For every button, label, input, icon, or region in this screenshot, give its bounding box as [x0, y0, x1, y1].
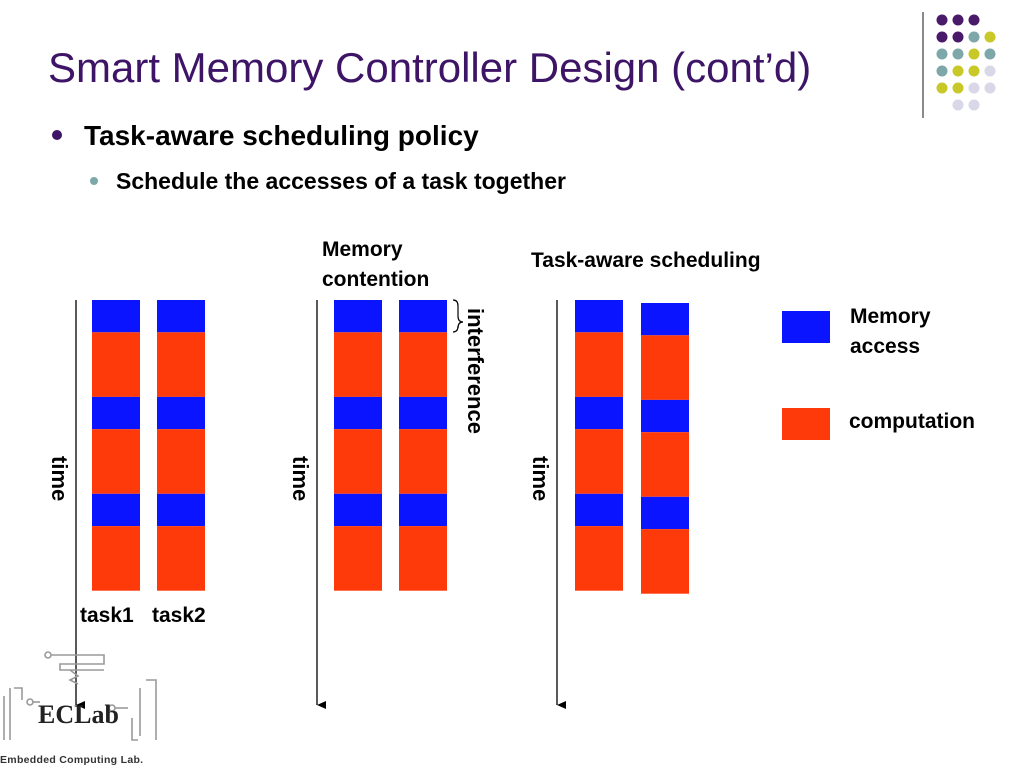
computation-block	[157, 429, 205, 494]
computation-block	[399, 429, 447, 494]
computation-block	[157, 526, 205, 591]
decor-dot	[936, 14, 948, 26]
decor-dot	[984, 31, 996, 43]
computation-block	[334, 526, 382, 591]
memory-access-block	[157, 493, 205, 527]
memory-access-block	[334, 300, 382, 333]
memory-access-block	[399, 396, 447, 430]
time-axis-label-3: time	[528, 456, 553, 502]
decor-dot	[984, 48, 996, 60]
computation-block	[641, 335, 689, 400]
bullet-sub-dot-icon	[90, 176, 98, 185]
time-axis-label-2: time	[288, 456, 313, 502]
decor-dot	[952, 99, 964, 111]
corner-divider-line	[922, 12, 924, 118]
decor-dot	[984, 82, 996, 94]
bullet-dot-icon	[52, 129, 62, 140]
bullet-sub: Schedule the accesses of a task together	[90, 168, 566, 195]
task1-label: task1	[80, 604, 134, 627]
memory-access-block	[641, 303, 689, 336]
memory-contention-label-line2: contention	[322, 268, 430, 291]
interference-label: interference	[463, 308, 488, 434]
computation-block	[334, 332, 382, 397]
decor-dot	[968, 65, 980, 77]
decor-dot	[952, 82, 964, 94]
legend-memory-access-line2: access	[850, 335, 921, 358]
decor-dot	[968, 31, 980, 43]
decor-dot	[936, 48, 948, 60]
legend-memory-access-label: Memory access	[850, 302, 931, 362]
memory-contention-label-line1: Memory	[322, 238, 403, 261]
computation-block	[575, 332, 623, 397]
memory-access-block	[399, 300, 447, 333]
memory-access-block	[575, 493, 623, 527]
logo-text: ECLab	[38, 700, 119, 729]
memory-access-block	[157, 396, 205, 430]
decor-dot	[984, 65, 996, 77]
decor-dot	[952, 14, 964, 26]
legend-memory-access-line1: Memory	[850, 305, 931, 328]
bullet-main: Task-aware scheduling policy	[52, 120, 479, 152]
memory-access-block	[641, 399, 689, 433]
decor-dot	[968, 14, 980, 26]
bullet-main-text: Task-aware scheduling policy	[84, 120, 479, 151]
decor-dot	[968, 99, 980, 111]
bullet-sub-text: Schedule the accesses of a task together	[116, 168, 566, 194]
computation-block	[92, 526, 140, 591]
computation-block	[575, 429, 623, 494]
task2-label: task2	[152, 604, 206, 627]
decor-dot	[968, 82, 980, 94]
time-axis-label-1: time	[47, 456, 72, 502]
computation-block	[641, 529, 689, 594]
computation-block	[399, 526, 447, 591]
memory-access-block	[575, 300, 623, 333]
memory-access-block	[575, 396, 623, 430]
decor-dot	[968, 48, 980, 60]
computation-block	[399, 332, 447, 397]
footer-text: Embedded Computing Lab.	[0, 754, 144, 766]
computation-block	[575, 526, 623, 591]
memory-access-block	[157, 300, 205, 333]
task-aware-scheduling-label: Task-aware scheduling	[531, 249, 761, 272]
memory-contention-label: Memory contention	[322, 235, 429, 295]
computation-block	[92, 332, 140, 397]
decor-dot	[936, 82, 948, 94]
memory-access-block	[334, 396, 382, 430]
memory-access-block	[92, 396, 140, 430]
memory-access-block	[334, 493, 382, 527]
memory-access-block	[641, 496, 689, 530]
eclab-logo-icon	[3, 651, 157, 741]
decorative-dot-grid	[936, 14, 996, 111]
computation-block	[157, 332, 205, 397]
interference-brace	[452, 299, 464, 333]
decor-dot	[952, 48, 964, 60]
memory-access-block	[92, 493, 140, 527]
decor-dot	[936, 31, 948, 43]
computation-block	[334, 429, 382, 494]
legend-memory-access-swatch	[782, 311, 830, 343]
decor-dot	[936, 65, 948, 77]
decor-dot	[952, 65, 964, 77]
decor-dot	[952, 31, 964, 43]
computation-block	[92, 429, 140, 494]
legend-computation-label: computation	[849, 410, 975, 433]
slide-title: Smart Memory Controller Design (cont’d)	[48, 44, 812, 91]
computation-block	[641, 432, 689, 497]
legend-computation-swatch	[782, 408, 830, 440]
memory-access-block	[92, 300, 140, 333]
memory-access-block	[399, 493, 447, 527]
